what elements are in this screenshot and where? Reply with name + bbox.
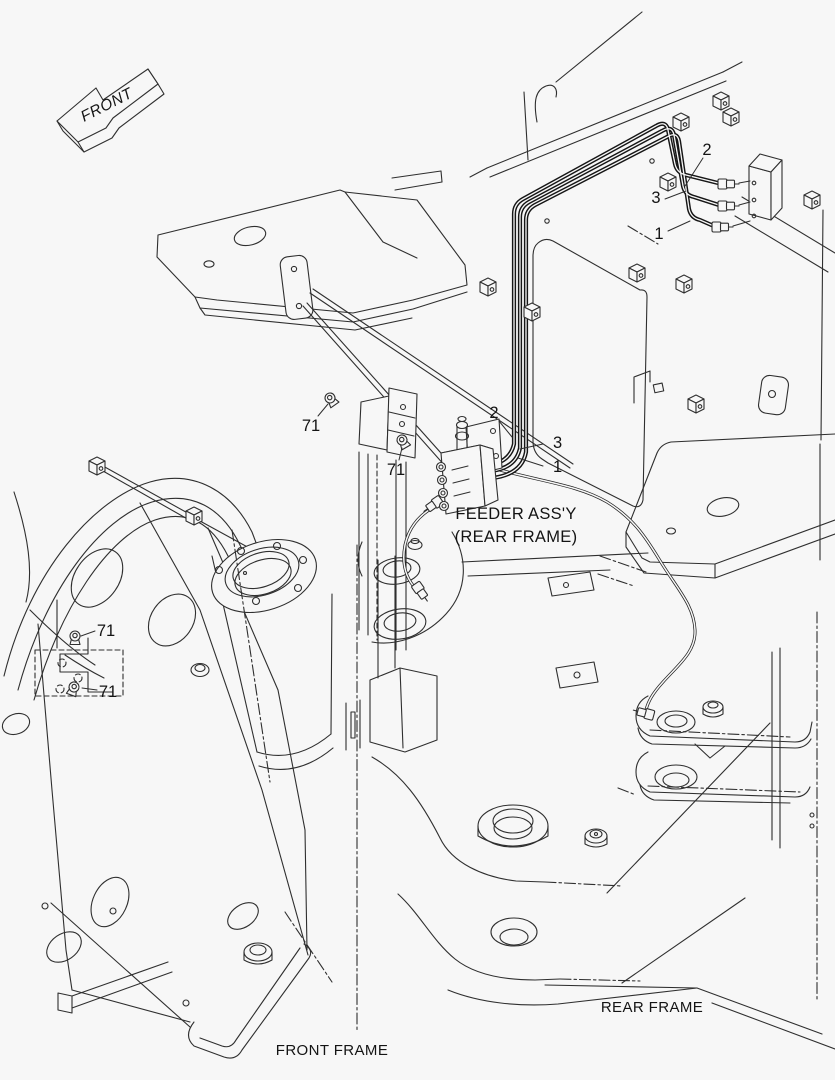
dashed-detail-box bbox=[34, 649, 124, 697]
callouts: 2 3 1 2 3 1 71 71 71 71 bbox=[80, 141, 712, 701]
hose-fitting-icon bbox=[410, 580, 432, 605]
captions: FEEDER ASS'Y (REAR FRAME) REAR FRAME FRO… bbox=[276, 505, 703, 1059]
callout-2-top: 2 bbox=[702, 141, 711, 159]
callout-3-mid: 3 bbox=[553, 434, 562, 452]
callout-71-bracket-right: 71 bbox=[387, 461, 405, 479]
bolt-head-icon bbox=[322, 390, 340, 409]
hose-fitting-icon bbox=[711, 221, 734, 233]
frame-columns bbox=[369, 555, 438, 753]
seat-plate bbox=[597, 433, 835, 587]
front-frame-structure bbox=[1, 477, 361, 1059]
cover-plate bbox=[156, 170, 468, 331]
callout-2-mid: 2 bbox=[489, 404, 498, 422]
callout-71-frame-upper: 71 bbox=[97, 622, 115, 640]
callout-1-mid: 1 bbox=[553, 458, 562, 476]
hose-clamp-cube-icon bbox=[722, 107, 740, 127]
hose-clamp-cube-icon bbox=[88, 456, 106, 476]
hose-clamp-cube-icon bbox=[659, 172, 677, 192]
front-frame-label: FRONT FRAME bbox=[276, 1042, 388, 1059]
hinge-tab bbox=[757, 374, 790, 416]
lower-arms bbox=[371, 722, 835, 1050]
hose-bundle bbox=[486, 121, 740, 481]
hose-fitting-icon bbox=[717, 178, 740, 190]
plate-boss bbox=[190, 662, 210, 678]
callout-1-top: 1 bbox=[654, 225, 663, 243]
hinge-tower bbox=[211, 529, 361, 783]
feeder-assy-label-line1: FEEDER ASS'Y bbox=[455, 505, 576, 523]
hose-clamp-cube-icon bbox=[675, 274, 693, 294]
front-arrow: FRONT bbox=[56, 68, 165, 153]
hose-clamp-cube-icon bbox=[803, 190, 821, 210]
tie-rods bbox=[102, 288, 574, 567]
hose-clamp-cube-icon bbox=[628, 263, 646, 283]
grease-ports bbox=[435, 461, 450, 512]
strap-bracket bbox=[279, 254, 314, 320]
hose-clamp-cube-icon bbox=[479, 277, 497, 297]
hose-clamp-cube-icon bbox=[687, 394, 705, 414]
valve-mount-bracket bbox=[358, 387, 418, 651]
hitch-arms bbox=[635, 695, 813, 804]
feeder-valve-assembly bbox=[435, 415, 503, 515]
callout-71-bracket-left: 71 bbox=[302, 417, 320, 435]
grease-nipple-boss bbox=[407, 537, 423, 551]
hose-clamp-cube-icon bbox=[672, 112, 690, 132]
bulkhead-manifold-block bbox=[748, 153, 783, 221]
callout-71-frame-lower: 71 bbox=[99, 683, 117, 701]
callout-3-top: 3 bbox=[651, 189, 660, 207]
hose-clamp-cube-icon bbox=[185, 506, 203, 526]
rear-frame-label: REAR FRAME bbox=[601, 999, 703, 1016]
rear-frame-lower bbox=[356, 370, 835, 1050]
bolt-head-icon bbox=[65, 680, 81, 698]
hose-clamp-cube-icon bbox=[712, 91, 730, 111]
hose-fitting-icon bbox=[717, 200, 740, 212]
rear-frame-upper bbox=[469, 11, 835, 508]
feeder-assy-label-line2: (REAR FRAME) bbox=[455, 528, 578, 546]
hose-fitting-icon bbox=[631, 704, 656, 721]
hose-clamp-cube-icon bbox=[523, 302, 541, 322]
feeder-hoses bbox=[402, 468, 697, 721]
bolt-head-icon bbox=[69, 630, 81, 646]
base-stand bbox=[57, 911, 333, 1059]
